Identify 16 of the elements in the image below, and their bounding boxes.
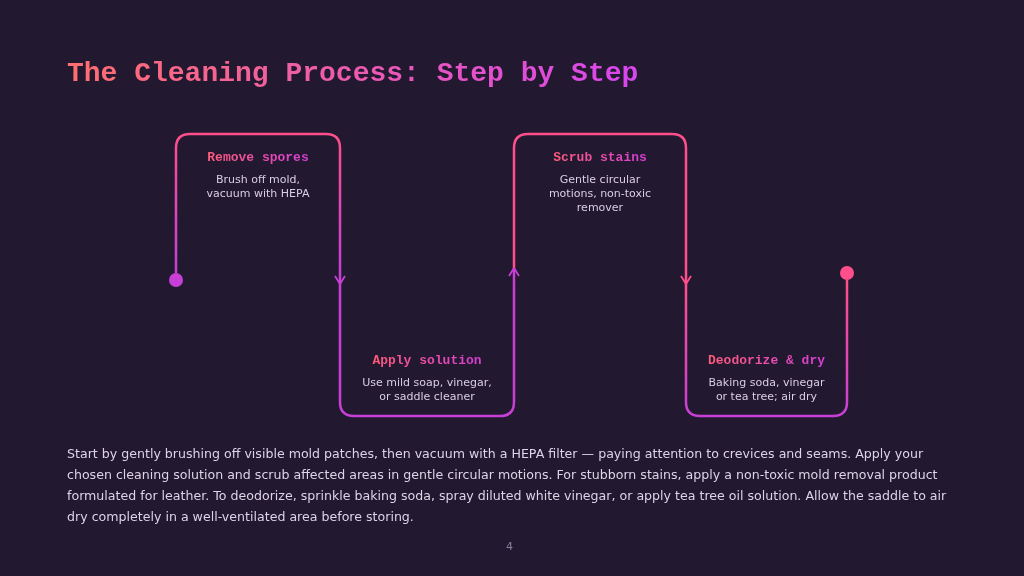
step-description: Gentle circular motions, non-toxic remover: [547, 173, 653, 215]
arrow: [334, 268, 346, 285]
step-outline: [340, 284, 514, 416]
step-description: Brush off mold, vacuum with HEPA: [205, 173, 311, 201]
description-paragraph: Start by gently brushing off visible mold patches, then vacuum with a HEPA filter — paying attention to crevices and seams. Apply your chosen cleaning solution and scrub affected areas in gentle circular motions. For stubborn stains, apply a non-toxic mold removal product formulated for leather. To deodorize, sprinkle baking soda, spray diluted white vinegar, or apply tea tree oil solution. Allow the saddle to air dry completely in a well-ventilated area before storing.: [67, 445, 948, 526]
step-outline: [514, 134, 686, 268]
step-outline: [686, 284, 847, 416]
endpoint-dot: [840, 266, 854, 280]
step-outline: [176, 134, 340, 268]
arrow: [508, 267, 520, 284]
arrow: [680, 268, 692, 285]
step-description: Baking soda, vinegar or tea tree; air dry: [707, 376, 826, 404]
page-number: 4: [506, 540, 513, 553]
endpoint-dot: [169, 273, 183, 287]
step-description: Use mild soap, vinegar, or saddle cleaner: [362, 376, 492, 404]
title: The Cleaning Process: Step by Step: [67, 58, 639, 89]
